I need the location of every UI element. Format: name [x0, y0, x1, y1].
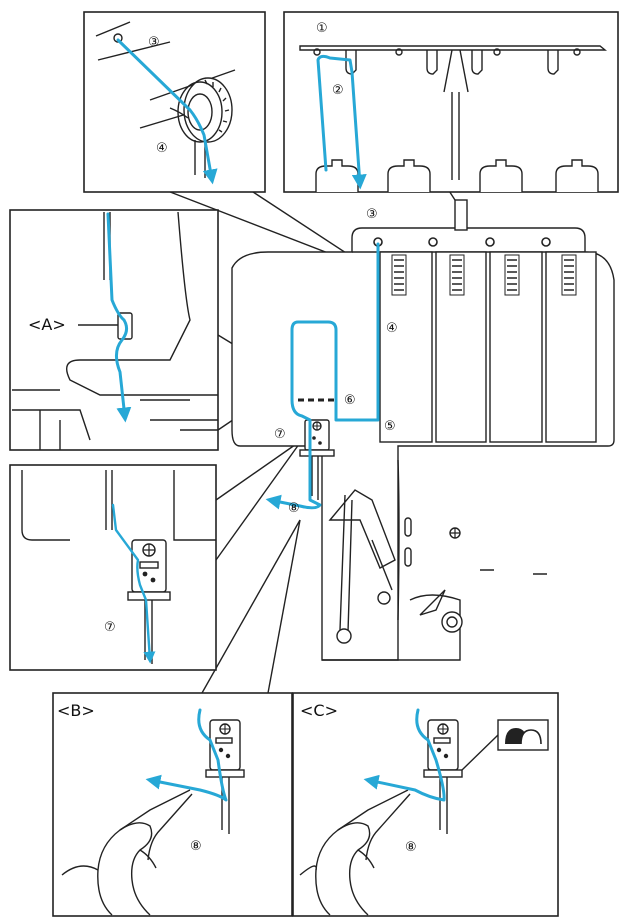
spool-2 [387, 159, 431, 192]
step-2-label: ② [332, 83, 344, 98]
step-7-label-inset: ⑦ [104, 620, 116, 635]
tension-dial-4 [561, 254, 577, 296]
step-1-label: ① [316, 21, 328, 36]
inset-c-tweezers [292, 692, 559, 917]
step-5-label: ⑤ [384, 419, 396, 434]
step-6-label: ⑥ [344, 393, 356, 408]
tension-dial-3 [504, 254, 520, 296]
inset-a-thread-guide [9, 209, 219, 451]
side-screw-icon [449, 527, 461, 539]
inset-b-tweezers [52, 692, 293, 917]
needle-clamp-screw-icon [142, 543, 156, 557]
inset-needle-threading [9, 464, 217, 671]
tension-dial-1 [391, 254, 407, 296]
step-4-label-inset: ④ [156, 141, 168, 156]
tension-dial-2 [449, 254, 465, 296]
spool-3 [479, 159, 523, 192]
inset-thread-stand [283, 11, 619, 193]
half-dome-icon [497, 719, 549, 751]
step-3-label: ③ [366, 207, 378, 222]
inset-b-label: <B> [57, 701, 95, 720]
inset-tension-disk [83, 11, 266, 193]
inset-c-label: <C> [300, 701, 338, 720]
step-8-label-c: ⑧ [405, 840, 417, 855]
step-8-label: ⑧ [288, 501, 300, 516]
step-8-label-b: ⑧ [190, 839, 202, 854]
step-7-label: ⑦ [274, 427, 286, 442]
spool-4 [555, 159, 599, 192]
step-4-label: ④ [386, 321, 398, 336]
machine-body [164, 179, 615, 694]
step-3-label-inset: ③ [148, 35, 160, 50]
inset-a-label: <A> [28, 315, 66, 334]
